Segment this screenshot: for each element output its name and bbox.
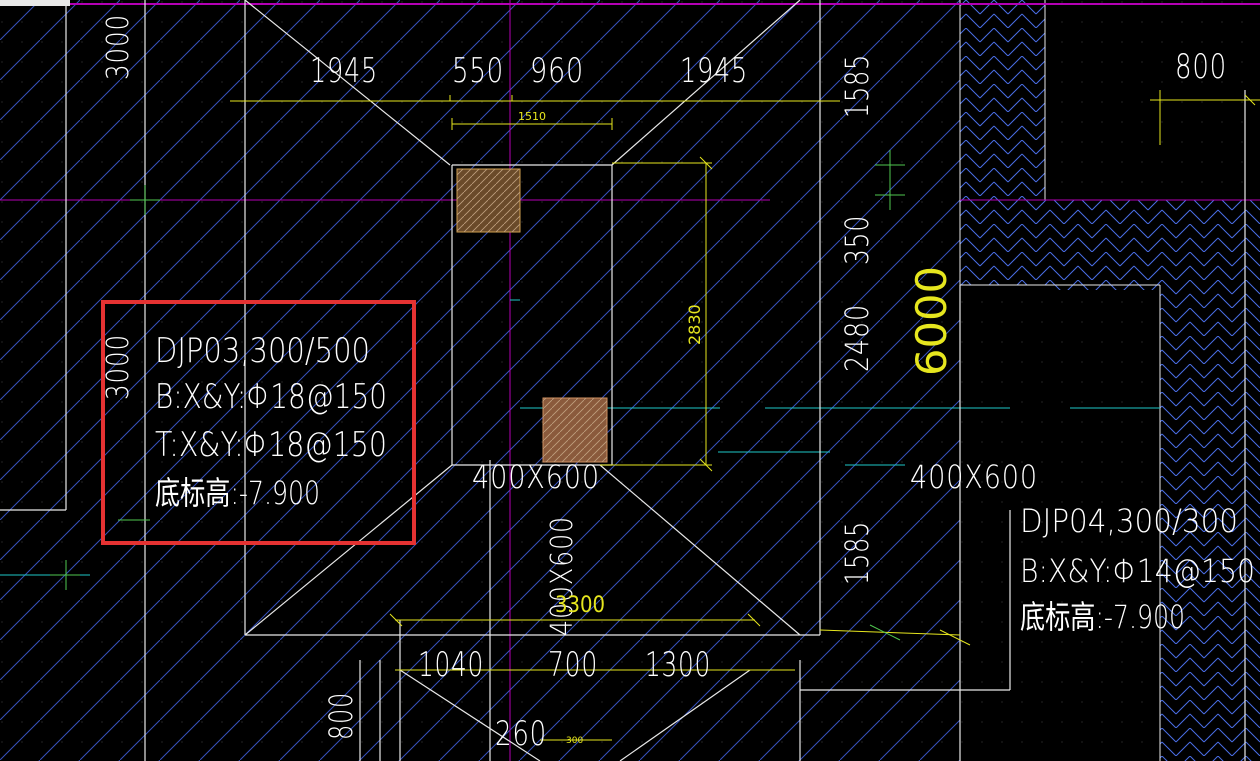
dimension-lines-yellow: [230, 90, 1260, 741]
crosshair-markers: [50, 150, 905, 641]
dim-350: 350: [838, 215, 876, 265]
column-size-vertical: 400X600: [545, 516, 580, 636]
wall-hatch-region: [959, 0, 1260, 761]
footing-id-djp03: DJP03,300/500: [155, 331, 370, 371]
dim-1585-bottom: 1585: [838, 521, 876, 585]
footing-bottom-rebar-djp03: B:X&Y:Φ18@150: [155, 377, 387, 417]
dim-960: 960: [530, 51, 584, 91]
dim-3300: 3300: [555, 593, 605, 618]
dim-800-left: 800: [322, 692, 360, 740]
footing-id-djp04: DJP04,300/300: [1020, 502, 1238, 540]
dim-300-small: 300: [566, 736, 583, 746]
dim-800-top-right: 800: [1175, 47, 1227, 87]
dim-1945-left: 1945: [310, 51, 378, 91]
dim-3000-mid: 3000: [101, 334, 136, 400]
footing-bottom-elevation-djp03: 底标高:-7.900: [155, 474, 320, 512]
footing-bottom-rebar-djp04: B:X&Y:Φ14@150: [1020, 552, 1255, 590]
dim-1510: 1510: [518, 110, 546, 123]
column-size-mid: 400X600: [472, 458, 600, 496]
footing-bottom-elevation-djp04: 底标高:-7.900: [1020, 598, 1185, 636]
footing-annotation-djp04[interactable]: DJP04,300/300 B:X&Y:Φ14@150 底标高:-7.900: [1020, 502, 1255, 636]
footing-annotation-djp03[interactable]: DJP03,300/500 B:X&Y:Φ18@150 T:X&Y:Φ18@15…: [155, 331, 387, 512]
dim-6000: 6000: [907, 266, 956, 376]
dim-2480: 2480: [838, 304, 876, 372]
footing-top-rebar-djp03: T:X&Y:Φ18@150: [155, 425, 387, 465]
dim-700: 700: [548, 645, 598, 685]
slab-diagonal-hatch: [0, 0, 960, 761]
dim-3000-top: 3000: [101, 14, 136, 80]
highlight-box: [101, 300, 416, 545]
dim-1945-right: 1945: [680, 51, 748, 91]
dim-1300: 1300: [645, 645, 711, 685]
column-bottom-hatch: [543, 398, 607, 462]
dim-1040: 1040: [418, 645, 484, 685]
column-size-right: 400X600: [910, 458, 1038, 496]
column-top-hatch: [457, 169, 520, 232]
dim-1585-top: 1585: [838, 54, 876, 118]
top-edge-strip: [0, 0, 1260, 6]
dim-260: 260: [495, 714, 547, 754]
dim-2830: 2830: [685, 304, 704, 345]
dim-550: 550: [452, 51, 504, 91]
